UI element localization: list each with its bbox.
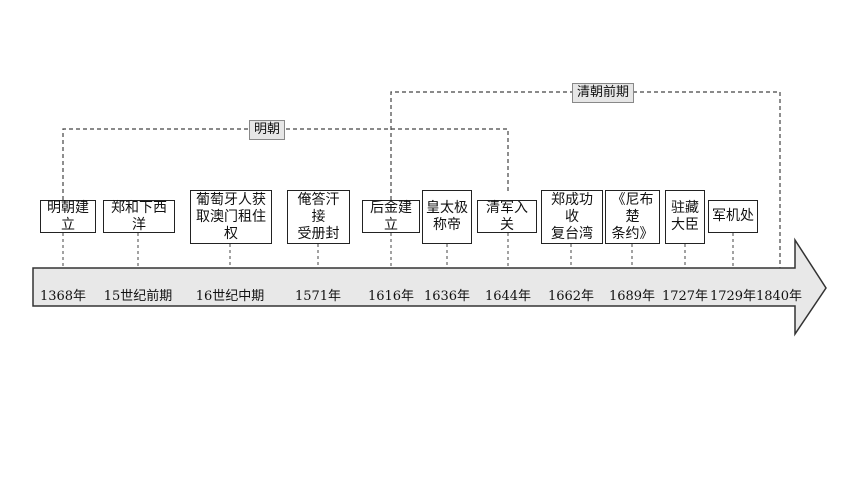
event-box: 清军入关 [477,200,537,233]
timeline-end-year-label: 1840年 [755,289,803,304]
event-box: 郑成功收 复台湾 [541,190,603,244]
timeline-year-label: 15世纪前期 [103,289,173,304]
event-box: 俺答汗接 受册封 [287,190,350,244]
timeline-arrow [32,237,827,337]
era-label-ming: 明朝 [249,120,286,140]
timeline-year-label: 1636年 [423,289,471,304]
event-box: 《尼布楚 条约》 [605,190,660,244]
timeline-year-label: 1729年 [709,289,757,304]
timeline-year-label: 1616年 [367,289,415,304]
timeline-year-label: 1644年 [484,289,532,304]
timeline-year-label: 1368年 [39,289,87,304]
timeline-year-label: 1727年 [661,289,709,304]
timeline-year-label: 1571年 [294,289,342,304]
timeline-year-label: 16世纪中期 [195,289,265,304]
event-box: 葡萄牙人获 取澳门租住权 [190,190,272,244]
timeline-year-label: 1689年 [608,289,656,304]
event-box: 军机处 [708,200,758,233]
event-box: 明朝建立 [40,200,96,233]
event-box: 皇太极 称帝 [422,190,472,244]
era-bracket-ming [62,128,509,200]
event-box: 后金建立 [362,200,420,233]
event-box: 郑和下西洋 [103,200,175,233]
event-box: 驻藏 大臣 [665,190,705,244]
timeline-year-label: 1662年 [547,289,595,304]
era-label-qing: 清朝前期 [572,83,635,103]
